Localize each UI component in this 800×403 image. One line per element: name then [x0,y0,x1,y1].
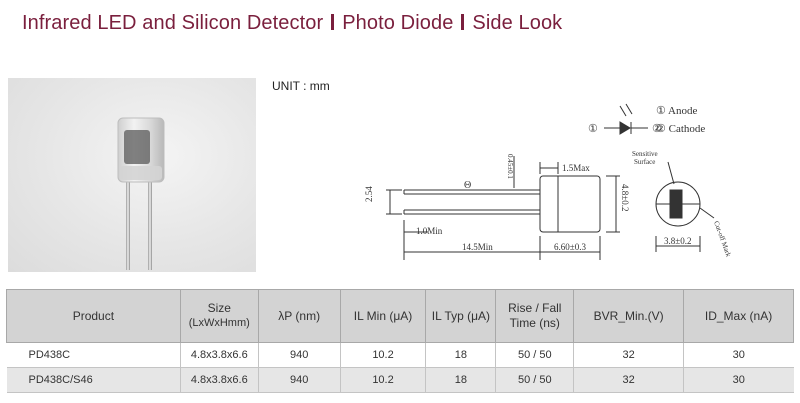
cell-bvr: 32 [573,342,684,368]
cell-il-min: 10.2 [339,367,426,393]
pin-1-label: ① [588,123,598,135]
page-title: Infrared LED and Silicon Detector Photo D… [22,12,562,35]
cell-rise-fall: 50 / 50 [495,367,574,393]
col-header-rise-fall: Rise / Fall Time (ns) [495,289,575,343]
cell-bvr: 32 [573,367,684,393]
dim-4-8: 4.8±0.2 [620,184,630,211]
diode-window [124,130,150,164]
sensitive-surface-label-2: Surface [634,158,655,166]
title-part-3: Side Look [472,12,563,34]
cell-wavelength: 940 [257,342,341,368]
dim-1-0min: 1.0Min [416,226,443,236]
dimension-drawing: ① ② ① Anode ② Cathode [268,92,796,282]
rise-fall-header-line-2: Time (ns) [509,316,560,330]
table-row: PD438C/S46 4.8x3.8x6.6 940 10.2 18 50 / … [6,367,794,393]
dim-14-5min: 14.5Min [462,242,493,252]
col-header-product: Product [6,289,181,343]
title-part-2: Photo Diode [342,12,454,34]
cell-wavelength: 940 [257,367,341,393]
unit-label: UNIT : mm [272,79,330,93]
col-header-il-typ: IL Typ (μA) [425,289,497,343]
table-row: PD438C 4.8x3.8x6.6 940 10.2 18 50 / 50 3… [6,342,794,368]
diode-base [120,166,162,180]
col-header-wavelength: λP (nm) [257,289,341,343]
front-view [655,161,715,252]
diode-symbol [604,103,648,135]
pin-2-label: ② [652,123,662,135]
dim-2-54: 2.54 [364,186,374,202]
col-header-bvr: BVR_Min.(V) [573,289,685,343]
cell-id-max: 30 [683,367,794,393]
lead-right [148,178,152,270]
col-header-il-min: IL Min (μA) [339,289,427,343]
dim-lead-diameter: 0.45±0.1 [506,154,514,179]
col-header-id-max: ID_Max (nA) [683,289,794,343]
cell-rise-fall: 50 / 50 [495,342,574,368]
cell-size: 4.8x3.8x6.6 [179,367,259,393]
cell-il-typ: 18 [425,367,496,393]
spec-table: Product Size (LxWxHmm) λP (nm) IL Min (μ… [6,289,794,393]
dim-6-60: 6.60±0.3 [554,242,586,252]
col-header-size: Size (LxWxHmm) [179,289,259,343]
title-part-1: Infrared LED and Silicon Detector [22,12,324,34]
size-header-line-2: (LxWxHmm) [188,317,250,329]
theta-mark: Θ [464,180,471,191]
side-view [386,156,620,260]
size-header-line-1: Size [207,301,231,315]
dim-3-8: 3.8±0.2 [664,236,691,246]
cell-il-min: 10.2 [339,342,426,368]
anode-label: ① Anode [656,105,697,117]
cell-product: PD438C/S46 [6,367,181,393]
dim-1-5max: 1.5Max [562,163,590,173]
product-photo [8,78,256,272]
cell-il-typ: 18 [425,342,496,368]
rise-fall-header-line-1: Rise / Fall [508,301,562,315]
table-header-row: Product Size (LxWxHmm) λP (nm) IL Min (μ… [6,289,794,343]
cell-size: 4.8x3.8x6.6 [179,342,259,368]
title-separator [331,14,335,30]
cutoff-mark-label: Cut-off Mark [712,220,732,258]
title-separator [461,14,465,30]
cathode-label: ② Cathode [656,123,705,135]
lead-left [126,178,130,270]
sensitive-surface-label-1: Sensitive [632,150,658,158]
photodiode-image [117,117,165,270]
cell-product: PD438C [6,342,181,368]
cell-id-max: 30 [683,342,794,368]
